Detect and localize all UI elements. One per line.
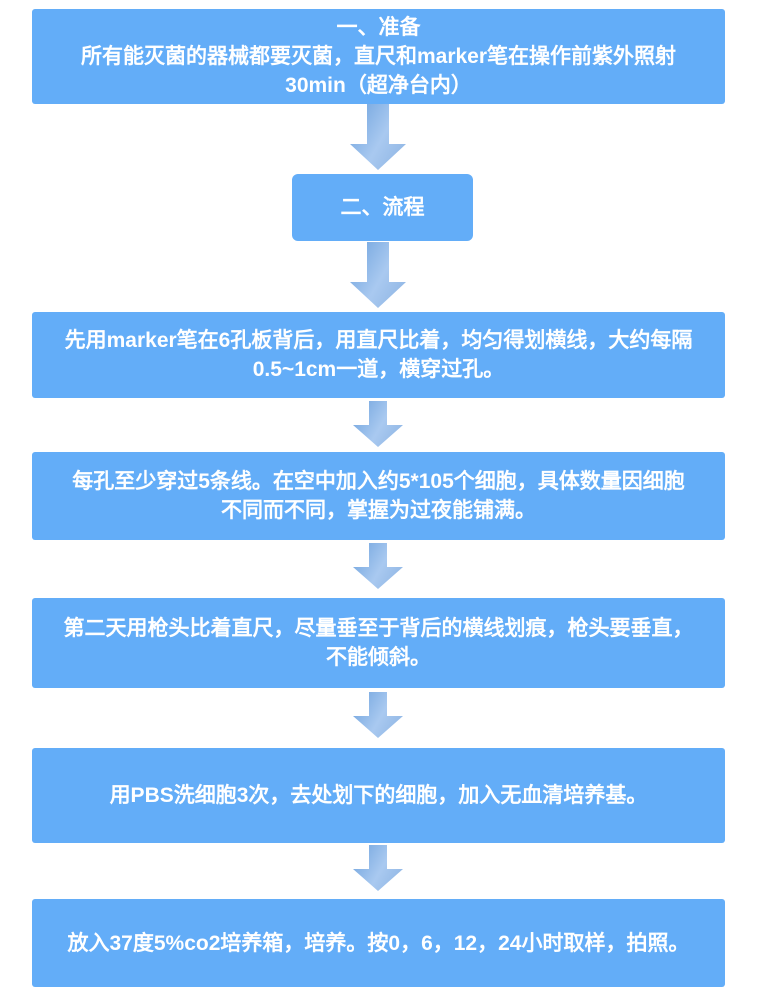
down-arrow-icon bbox=[353, 543, 403, 589]
flow-step-wash-pbs: 用PBS洗细胞3次，去处划下的细胞，加入无血清培养基。 bbox=[32, 748, 725, 843]
down-arrow-icon bbox=[350, 104, 406, 170]
flow-step-preparation: 一、准备 所有能灭菌的器械都要灭菌，直尺和marker笔在操作前紫外照射 30m… bbox=[32, 9, 725, 104]
flow-step-scratch: 第二天用枪头比着直尺，尽量垂至于背后的横线划痕，枪头要垂直， 不能倾斜。 bbox=[32, 598, 725, 688]
flow-step-process-header: 二、流程 bbox=[292, 174, 473, 241]
down-arrow-icon bbox=[353, 845, 403, 891]
down-arrow-icon bbox=[353, 401, 403, 447]
flow-step-incubate-photo: 放入37度5%co2培养箱，培养。按0，6，12，24小时取样，拍照。 bbox=[32, 899, 725, 987]
down-arrow-icon bbox=[353, 692, 403, 738]
flow-step-draw-lines: 先用marker笔在6孔板背后，用直尺比着，均匀得划横线，大约每隔 0.5~1c… bbox=[32, 312, 725, 398]
flow-step-seed-cells: 每孔至少穿过5条线。在空中加入约5*105个细胞，具体数量因细胞 不同而不同，掌… bbox=[32, 452, 725, 540]
down-arrow-icon bbox=[350, 242, 406, 308]
